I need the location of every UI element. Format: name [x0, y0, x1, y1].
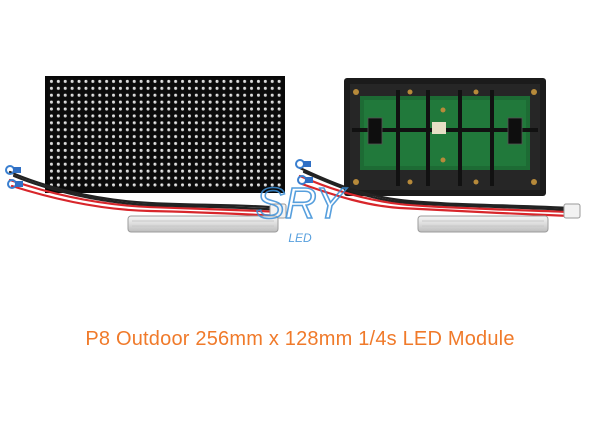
ribbon-cable-right	[417, 215, 549, 233]
watermark-logo: SRY LED	[255, 178, 348, 245]
led-module-back	[344, 78, 546, 196]
watermark-brand: SRY	[256, 179, 347, 228]
ring-terminal-left	[5, 165, 23, 189]
product-caption: P8 Outdoor 256mm x 128mm 1/4s LED Module	[85, 328, 515, 350]
ring-terminal-right	[295, 159, 313, 185]
connector-right	[563, 203, 581, 219]
power-cable-right	[298, 166, 572, 218]
ribbon-cable-left	[127, 215, 279, 233]
led-module-front	[45, 76, 285, 193]
power-cable-left	[8, 170, 284, 218]
watermark-sub: LED	[288, 231, 312, 245]
